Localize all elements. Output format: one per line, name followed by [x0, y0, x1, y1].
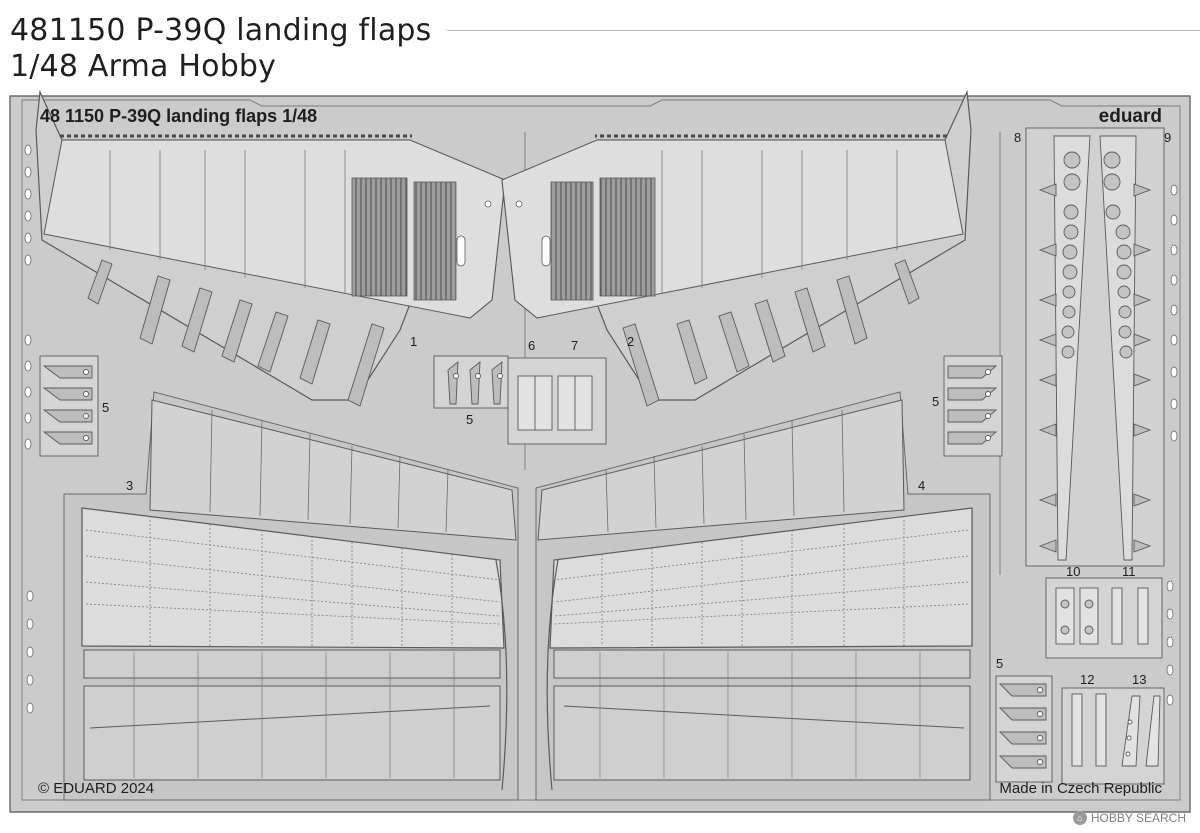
- part-label-3: 3: [126, 478, 133, 493]
- product-title: 481150 P-39Q landing flaps: [10, 13, 432, 48]
- watermark-text: HOBBY SEARCH: [1090, 811, 1186, 825]
- part-label-12: 12: [1080, 672, 1094, 687]
- part-label-9: 9: [1164, 130, 1171, 145]
- part-label-1: 1: [410, 334, 417, 349]
- brand-logo: eduard: [1099, 106, 1162, 127]
- part-label-5-left: 5: [102, 400, 109, 415]
- part-label-8: 8: [1014, 130, 1021, 145]
- part-3-flap-lower-left: [63, 391, 519, 801]
- watermark: ⌂ HOBBY SEARCH: [1072, 811, 1186, 825]
- part-label-7: 7: [571, 338, 578, 353]
- part-label-11: 11: [1122, 564, 1136, 579]
- part-5-hinges-bottom-right: [995, 675, 1053, 783]
- part-5-hinges-left: [39, 355, 99, 457]
- part-label-13: 13: [1132, 672, 1146, 687]
- header-rule: [447, 30, 1200, 31]
- part-label-5-center: 5: [466, 412, 473, 427]
- part-1-flap-upper-left: [35, 89, 506, 407]
- part-label-2: 2: [627, 334, 634, 349]
- part-label-6: 6: [528, 338, 535, 353]
- part-label-10: 10: [1066, 564, 1080, 579]
- part-2-flap-upper-right: [501, 89, 972, 407]
- part-4-flap-lower-right: [535, 391, 991, 801]
- part-label-5-bottom: 5: [996, 656, 1003, 671]
- hobby-search-logo-icon: ⌂: [1072, 811, 1087, 825]
- locator-holes: [24, 144, 1178, 714]
- parts-10-11: [1045, 577, 1163, 659]
- part-label-4: 4: [918, 478, 925, 493]
- origin-text: Made in Czech Republic: [999, 780, 1162, 797]
- parts-8-9-strips: [1025, 127, 1165, 567]
- product-subtitle: 1/48 Arma Hobby: [10, 49, 277, 84]
- part-5-hinges-center: [433, 355, 509, 409]
- copyright-text: © EDUARD 2024: [38, 780, 154, 797]
- parts-12-13: [1061, 687, 1165, 785]
- part-5-hinges-right: [943, 355, 1003, 457]
- parts-6-7-plates: [507, 357, 607, 445]
- part-label-5-right: 5: [932, 394, 939, 409]
- fret-title: 48 1150 P-39Q landing flaps 1/48: [40, 106, 317, 126]
